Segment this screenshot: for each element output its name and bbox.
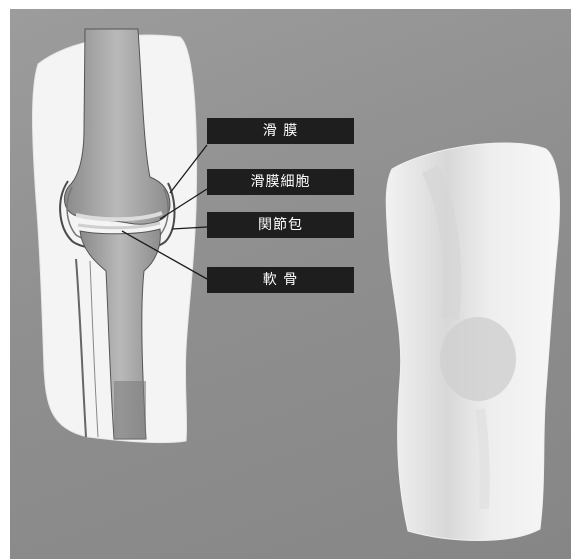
label-synovium: 滑 膜 — [207, 118, 354, 144]
right-knee-swelling — [440, 317, 516, 401]
label-synovial-cells: 滑膜細胞 — [207, 169, 354, 195]
label-cartilage: 軟 骨 — [207, 267, 354, 293]
tibia-lower-shade — [114, 381, 146, 439]
diagram-frame: 滑 膜 滑膜細胞 関節包 軟 骨 — [10, 9, 571, 559]
right-leg-shin-shadow — [480, 409, 485, 509]
label-joint-capsule: 関節包 — [207, 212, 354, 238]
